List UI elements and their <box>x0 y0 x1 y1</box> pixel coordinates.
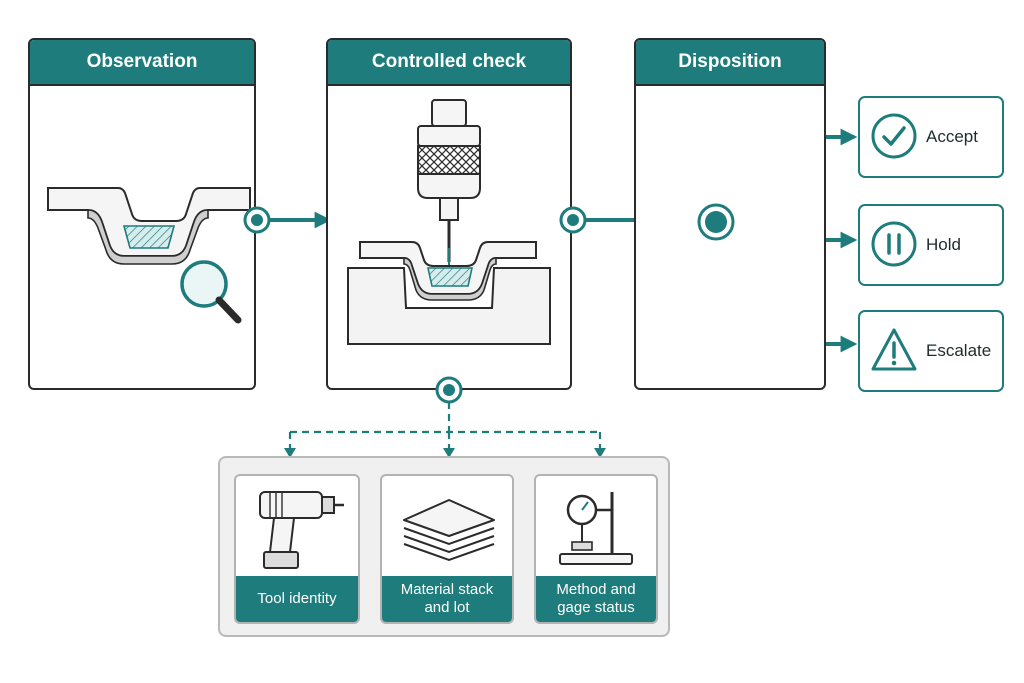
layer-stack-icon <box>403 499 495 562</box>
drill-icon <box>259 491 344 569</box>
node-check-factors <box>435 376 463 404</box>
stage-title: Disposition <box>636 40 824 86</box>
stage-title: Observation <box>30 40 254 86</box>
outcome-label: Hold <box>926 235 961 254</box>
stage-observation: Observation <box>28 38 256 390</box>
node-disposition-hub <box>697 203 735 241</box>
stage-title: Controlled check <box>328 40 570 86</box>
factor-tool-identity: Tool identity <box>234 474 360 624</box>
node-observation-out <box>243 206 271 234</box>
outcome-label: Accept <box>926 127 978 146</box>
stage-controlled-check: Controlled check <box>326 38 572 390</box>
outcome-label: Escalate <box>926 341 992 360</box>
check-circle-icon <box>871 113 917 159</box>
outcome-hold[interactable]: Hold <box>858 204 1004 286</box>
warning-triangle-icon <box>871 328 917 371</box>
outcome-escalate[interactable]: Escalate <box>858 310 1004 392</box>
magnifier-icon <box>180 260 228 308</box>
outcome-accept[interactable]: Accept <box>858 96 1004 178</box>
factor-label: Tool identity <box>236 576 358 622</box>
dial-gauge-icon <box>559 492 633 565</box>
node-check-out <box>559 206 587 234</box>
probe-measurement-illustration <box>347 99 551 345</box>
pause-circle-icon <box>871 221 917 267</box>
dashed-link-factors <box>288 402 602 452</box>
dented-panel-illustration <box>47 187 251 324</box>
